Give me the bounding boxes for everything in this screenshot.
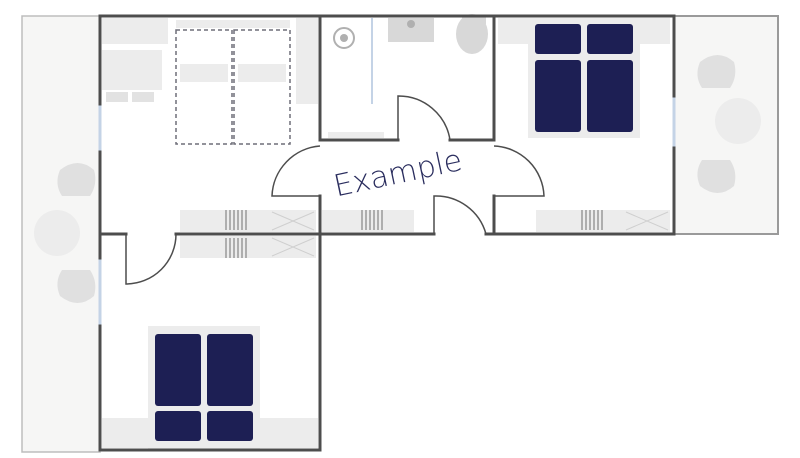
- bed-icon: [155, 411, 201, 441]
- bunk-room-furniture: [102, 18, 318, 145]
- pillow: [238, 64, 286, 82]
- outer-wall: [98, 14, 322, 452]
- bed-icon: [535, 60, 581, 132]
- cabinet-cross: [271, 237, 315, 257]
- stool: [132, 92, 154, 102]
- cabinet-row: [180, 210, 670, 258]
- bunk-bed-icon: [233, 29, 291, 145]
- door-swing: [125, 233, 177, 285]
- door-swing: [493, 145, 545, 197]
- wardrobe: [102, 18, 168, 44]
- pillow: [180, 64, 228, 82]
- chair-icon: [57, 163, 96, 196]
- stool: [106, 92, 128, 102]
- cabinet-cross: [271, 211, 315, 231]
- door-swing: [271, 145, 321, 197]
- bedroom-right-furniture: [498, 18, 670, 138]
- bedroom-bottom-furniture: [102, 326, 318, 450]
- right-balcony-furniture: [697, 55, 761, 193]
- shower-icon: [340, 34, 348, 42]
- bathroom-mat: [328, 132, 384, 138]
- desk: [102, 50, 162, 90]
- chair-icon: [57, 270, 96, 303]
- bed-icon: [207, 334, 253, 406]
- left-balcony-furniture: [34, 163, 96, 303]
- doors: [125, 95, 545, 285]
- toilet-icon: [462, 16, 486, 24]
- sink-icon: [407, 20, 415, 28]
- outer-wall: [492, 14, 676, 236]
- bunk-bed-icon: [175, 29, 233, 145]
- door-swing: [433, 195, 487, 235]
- cabinet: [180, 236, 316, 258]
- table-icon: [34, 210, 80, 256]
- cabinet: [536, 210, 670, 232]
- radiator-icon: [225, 210, 603, 258]
- bed-icon: [587, 24, 633, 54]
- table-icon: [715, 98, 761, 144]
- bed-icon: [155, 334, 201, 406]
- door-swing: [397, 95, 451, 141]
- bed-icon: [535, 24, 581, 54]
- walls: [98, 14, 676, 452]
- shower-icon: [333, 27, 355, 49]
- chair-icon: [697, 160, 736, 193]
- windows: [98, 96, 676, 326]
- cabinet: [322, 210, 414, 232]
- shelf: [296, 18, 318, 104]
- cabinet: [180, 210, 316, 232]
- inner-wall: [318, 194, 496, 236]
- bed-icon: [587, 60, 633, 132]
- bed-icon: [207, 411, 253, 441]
- bathroom-fixtures: [328, 14, 488, 138]
- bunk-room-floor: [100, 16, 320, 234]
- cabinet-cross: [625, 211, 669, 231]
- bunk-bed-icon: [176, 20, 290, 28]
- chair-icon: [697, 55, 736, 88]
